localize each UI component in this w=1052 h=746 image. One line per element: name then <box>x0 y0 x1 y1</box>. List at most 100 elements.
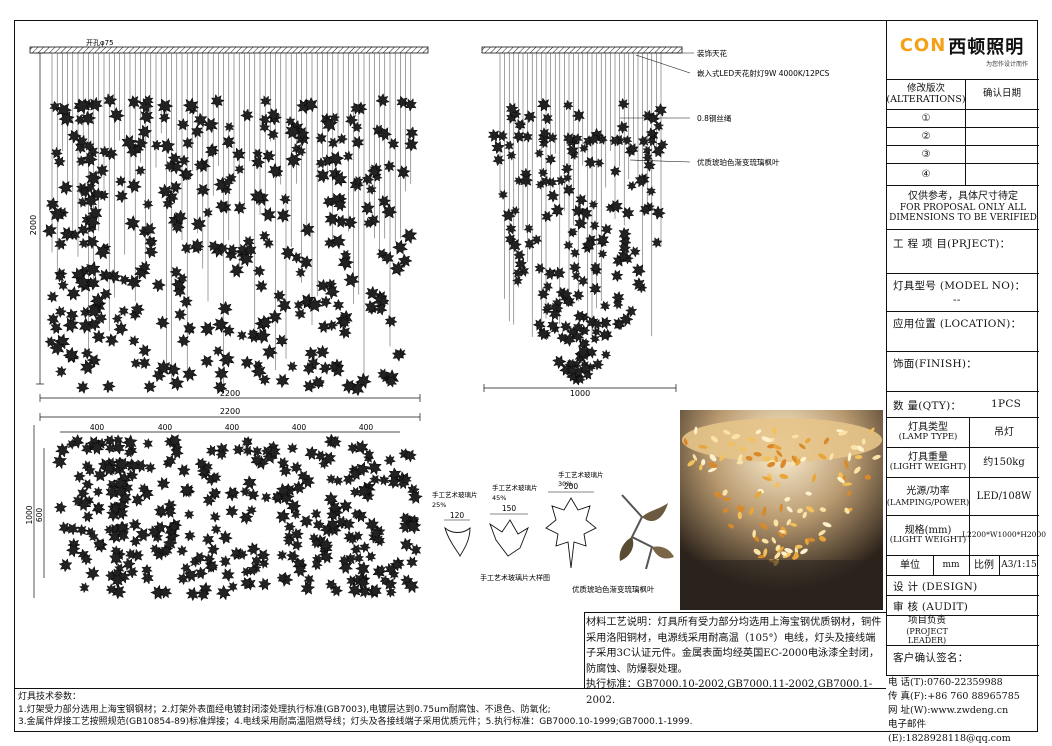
contact-info: 电 话(T):0760-22359988 传 真(F):+86 760 8896… <box>886 676 1038 746</box>
leaf3-pct: 30% <box>558 480 572 488</box>
lamp-type-value: 吊灯 <box>994 426 1014 438</box>
leaf1-pct: 25% <box>432 501 446 509</box>
leaf-details: 手工艺术玻璃片 25% 120 手工艺术玻璃片 45% 150 手工艺术玻璃片 … <box>432 470 655 594</box>
drawing-sheet <box>14 20 1038 732</box>
leaf-detail-caption: 手工艺术玻璃片大样图 <box>480 573 550 582</box>
finish-row: 饰面(FINISH)： <box>887 352 1039 392</box>
material-text: 材料工艺说明：灯具所有受力部分均选用上海宝钢优质钢材，铜件采用洛阳铜材，电源线采… <box>586 617 882 675</box>
drawing-canvas: 2000 2200 开孔φ75 1000 装饰天花 嵌入式LED天花射灯9W 4… <box>25 39 830 604</box>
qty-row: 数 量(QTY)： 1PCS <box>887 392 1039 418</box>
qty-value: 1PCS <box>991 398 1022 410</box>
finish-label: 饰面(FINISH)： <box>893 358 978 370</box>
notes-title: 灯具技术参数： <box>18 692 82 702</box>
rev-1: ① <box>921 112 931 124</box>
power-value: LED/108W <box>976 490 1032 502</box>
leaf-photo <box>612 487 680 579</box>
front-width-dim: 2200 <box>220 389 240 398</box>
material-standard: 执行标准：GB7000.10-2002,GB7000.11-2002,GB700… <box>586 679 873 706</box>
scale-value: A3/1:15 <box>1001 560 1037 571</box>
weight-value: 约150kg <box>983 456 1025 468</box>
revision-row-3: ③ <box>887 146 1039 164</box>
company-logo: CON 西顿照明 为您作设计而作 <box>888 22 1036 78</box>
material-notes: 材料工艺说明：灯具所有受力部分均选用上海宝钢优质钢材，铜件采用洛阳铜材，电源线采… <box>586 615 884 708</box>
spec-label: 规格(mm) <box>904 524 952 536</box>
plan-seg-1: 400 <box>90 423 105 432</box>
weight-row: 灯具重量(LIGHT WEIGHT) 约150kg <box>887 448 1039 478</box>
product-photo <box>680 410 883 610</box>
front-height-dim: 2000 <box>29 215 38 235</box>
revision-row-4: ④ <box>887 164 1039 186</box>
qty-label: 数 量(QTY)： <box>893 400 962 412</box>
contact-web: 网 址(W):www.zwdeng.cn <box>888 705 1009 716</box>
revision-row-1: ① <box>887 110 1039 128</box>
leader-label: 项目负责 <box>907 614 946 626</box>
weight-label-en: (LIGHT WEIGHT) <box>889 462 967 473</box>
callout-spot: 嵌入式LED天花射灯9W 4000K/12PCS <box>697 68 830 78</box>
lamp-type-label: 灯具类型 <box>908 421 948 433</box>
plan-seg-5: 400 <box>359 423 374 432</box>
power-label-en: (LAMPING/POWER) <box>886 497 970 507</box>
side-elevation: 1000 装饰天花 嵌入式LED天花射灯9W 4000K/12PCS 0.8钢丝… <box>481 46 830 398</box>
hole-dim: 开孔φ75 <box>86 39 114 47</box>
unit-row: 单位 mm 比例 A3/1:15 <box>887 556 1039 576</box>
model-row: 灯具型号 (MODEL NO)： -- <box>887 274 1039 312</box>
rev-4: ④ <box>921 168 931 180</box>
photo-caption: 优质琥珀色渐变琉璃枫叶 <box>572 584 655 594</box>
unit-value: mm <box>942 560 960 571</box>
plan-depth-inner: 600 <box>35 508 44 523</box>
side-width-dim: 1000 <box>570 389 590 398</box>
spec-label-en: (LIGHT WEIGHT) <box>889 535 967 546</box>
leaf2-pct: 45% <box>492 494 506 502</box>
client-sign-row: 客户确认签名： <box>887 646 1039 676</box>
notes-divider <box>14 688 886 689</box>
model-label: 灯具型号 (MODEL NO)： <box>893 280 1026 292</box>
plan-depth-outer: 1000 <box>25 505 34 524</box>
technical-notes: 灯具技术参数： 1.灯架受力部分选用上海宝钢钢材；2.灯架外表面经电镀封闭漆处理… <box>14 688 884 732</box>
contact-tel: 电 话(T):0760-22359988 <box>888 677 1003 688</box>
confirm-date-header: 确认日期 <box>982 88 1021 100</box>
logo-en: CON <box>899 35 947 56</box>
rev-header-en: (ALTERATIONS) <box>886 93 966 105</box>
disclaimer-cn: 仅供参考，具体尺寸待定 <box>908 191 1018 203</box>
lamp-type-row: 灯具类型(LAMP TYPE) 吊灯 <box>887 418 1039 448</box>
callout-ceiling: 装饰天花 <box>697 48 727 58</box>
plan-seg-4: 400 <box>292 423 307 432</box>
leaf1-dim: 120 <box>450 511 465 520</box>
notes-line-2: 3.金属件焊接工艺按照规范(GB10854-89)标准焊接；4.电线采用耐高温阻… <box>18 717 693 727</box>
weight-label: 灯具重量 <box>908 451 948 463</box>
disclaimer-en-2: DIMENSIONS TO BE VERIFIED <box>889 213 1037 224</box>
leaf3-label: 手工艺术玻璃片 <box>558 470 604 479</box>
notes-line-1: 1.灯架受力部分选用上海宝钢钢材；2.灯架外表面经电镀封闭漆处理执行标准(GB7… <box>18 704 551 715</box>
plan-seg-3: 400 <box>225 423 240 432</box>
leaf2-label: 手工艺术玻璃片 <box>492 483 538 492</box>
design-row: 设 计 (DESIGN) <box>887 576 1039 596</box>
power-label: 光源/功率 <box>906 486 950 498</box>
project-row: 工 程 项 目(PRJECT)： <box>887 230 1039 274</box>
contact-fax: 传 真(F):+86 760 88965785 <box>888 691 1020 702</box>
logo-cn: 西顿照明 <box>948 36 1025 58</box>
material-frame <box>584 612 886 688</box>
lamp-type-label-en: (LAMP TYPE) <box>898 432 958 443</box>
leaf2-dim: 150 <box>502 504 517 513</box>
power-row: 光源/功率(LAMPING/POWER) LED/108W <box>887 478 1039 516</box>
rev-2: ② <box>921 130 931 142</box>
plan-seg-2: 400 <box>158 423 173 432</box>
location-row: 应用位置 (LOCATION)： <box>887 312 1039 352</box>
disclaimer-row: 仅供参考，具体尺寸待定 FOR PROPOSAL ONLY ALL DIMENS… <box>887 186 1039 230</box>
revision-header-row: 修改版次 (ALTERATIONS) 确认日期 <box>886 80 1039 110</box>
title-block: 修改版次 (ALTERATIONS) 确认日期 ① ② ③ ④ 仅供参考，具体尺… <box>886 20 1046 676</box>
plan-view: 2200 400 400 400 400 400 1000 600 <box>25 407 424 604</box>
rev-3: ③ <box>921 148 931 160</box>
leader-label-en: (PROJECT LEADER) <box>906 626 948 645</box>
disclaimer-en-1: FOR PROPOSAL ONLY ALL <box>899 202 1027 213</box>
audit-label: 审 核 (AUDIT) <box>893 601 969 613</box>
logo-subtitle: 为您作设计而作 <box>985 60 1028 68</box>
leader-row: 项目负责(PROJECT LEADER) <box>887 614 1039 646</box>
rev-header: 修改版次 <box>906 82 945 94</box>
contact-email: 电子邮件(E):1828928118@qq.com <box>888 719 1011 744</box>
callout-wire: 0.8钢丝绳 <box>697 113 732 123</box>
front-elevation: 2000 2200 开孔φ75 <box>29 39 429 402</box>
client-sign-label: 客户确认签名： <box>893 652 969 664</box>
leaf3-dim: 200 <box>564 482 579 491</box>
revision-row-2: ② <box>887 128 1039 146</box>
